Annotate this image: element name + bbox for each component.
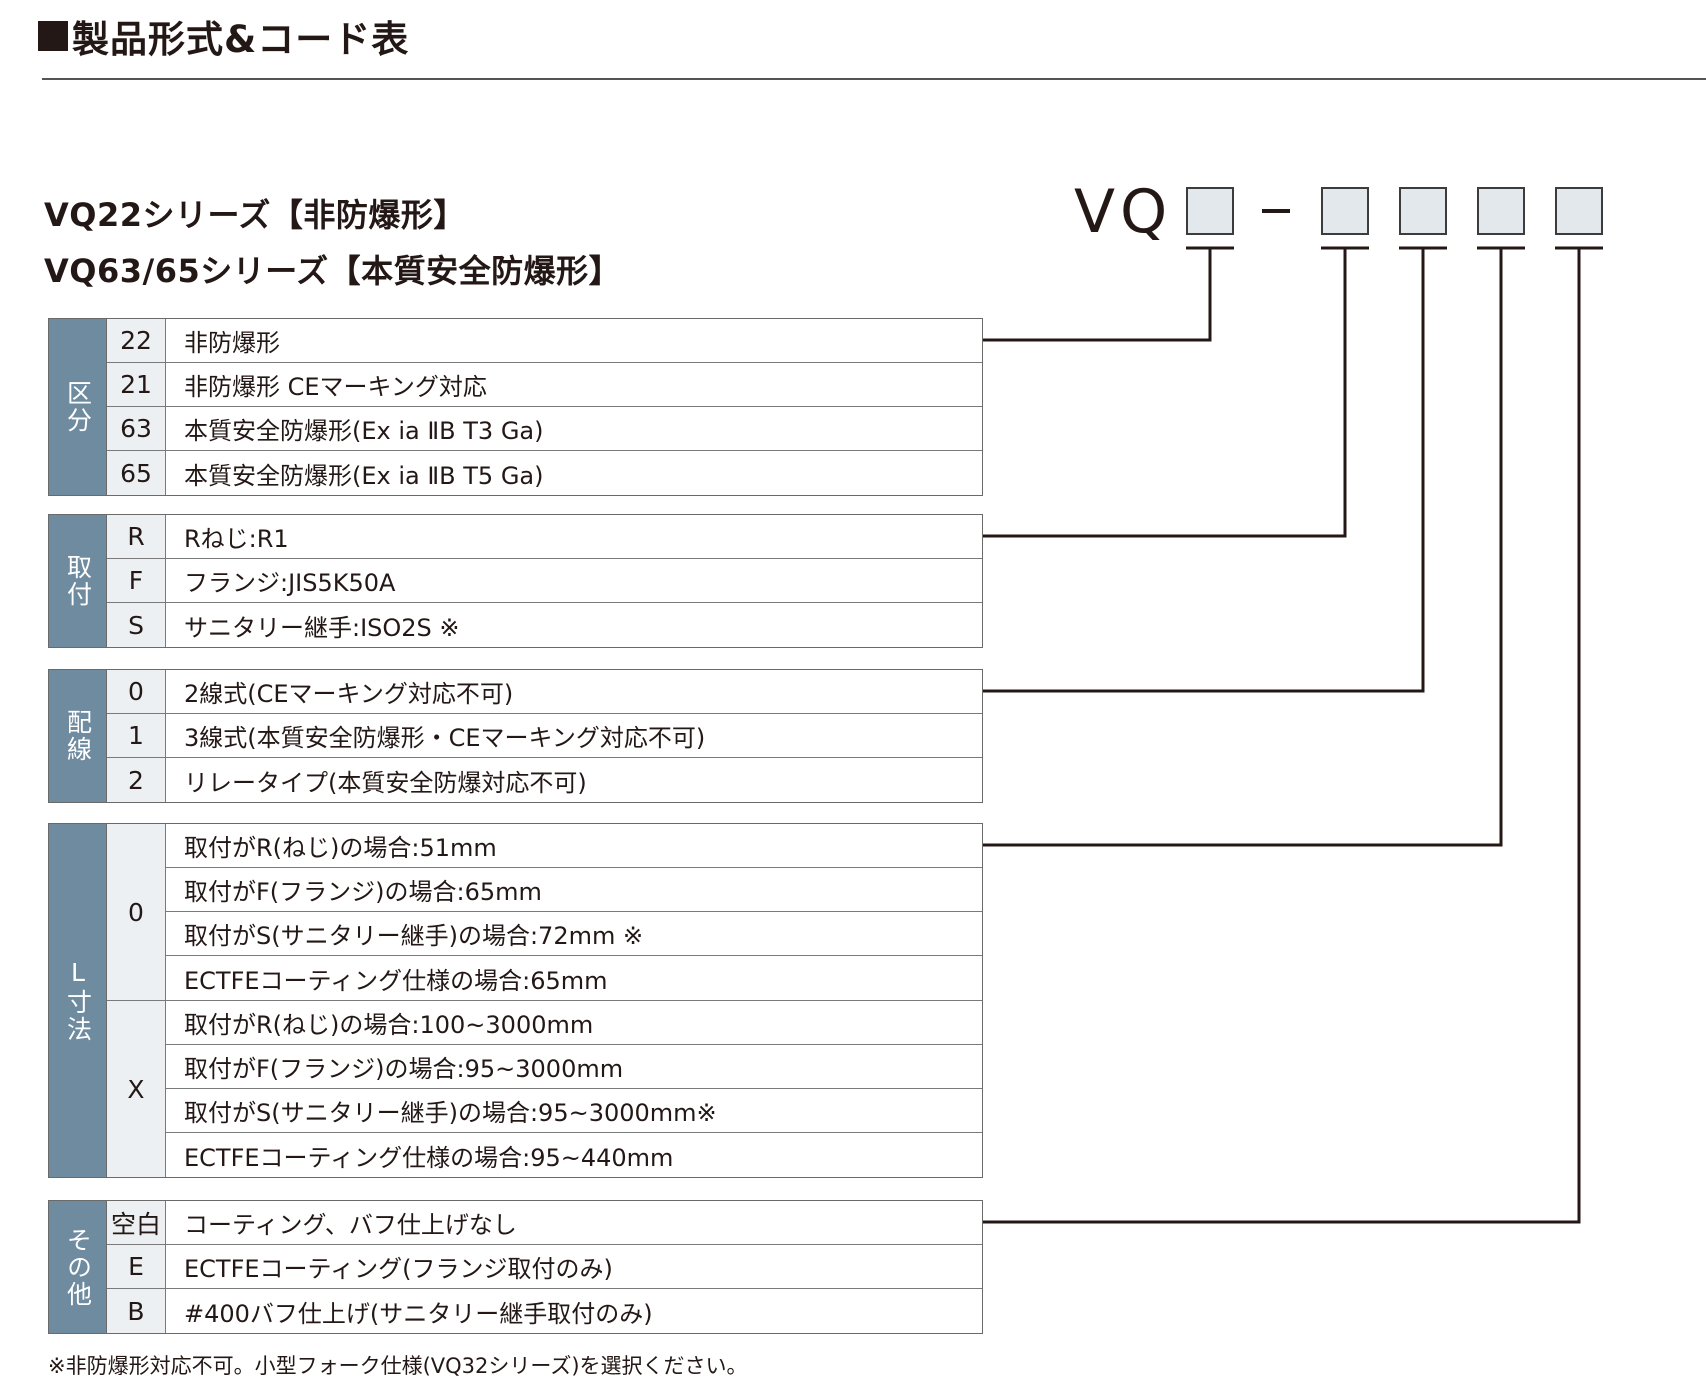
l-sunpo-group-0: 0 取付がR(ねじ)の場合:51mm 取付がF(フランジ)の場合:65mm 取付…	[107, 824, 982, 1001]
connector-toritsuke	[983, 248, 1347, 538]
row-desc: 取付がF(フランジ)の場合:65mm	[166, 868, 982, 912]
table-row: R Rねじ:R1	[107, 515, 982, 559]
table-row: 63 本質安全防爆形(Ex ia ⅡB T3 Ga)	[107, 407, 982, 451]
block-kubun: 区分 22 非防爆形 21 非防爆形 CEマーキング対応 63 本質安全防爆形(…	[48, 318, 983, 496]
connector-sonota	[983, 248, 1581, 1224]
code-box-l-sunpo	[1477, 187, 1525, 235]
connector-haisen	[983, 248, 1425, 693]
title-rule	[42, 78, 1706, 80]
category-haisen: 配線	[49, 670, 107, 802]
code-dash	[1262, 209, 1290, 213]
table-row: 1 3線式(本質安全防爆形・CEマーキング対応不可)	[107, 714, 982, 758]
connector-kubun	[983, 248, 1212, 342]
row-desc: Rねじ:R1	[184, 525, 289, 553]
row-desc: 取付がS(サニタリー継手)の場合:72mm ※	[166, 912, 982, 956]
title-square-icon	[38, 21, 68, 51]
block-l-sunpo: L寸法 0 取付がR(ねじ)の場合:51mm 取付がF(フランジ)の場合:65m…	[48, 823, 983, 1178]
table-row: 0 2線式(CEマーキング対応不可)	[107, 670, 982, 714]
table-row: 2 リレータイプ(本質安全防爆対応不可)	[107, 758, 982, 802]
row-desc: コーティング、バフ仕上げなし	[184, 1211, 517, 1239]
row-desc: サニタリー継手:ISO2S ※	[184, 613, 460, 642]
row-code: 65	[107, 451, 166, 495]
row-code: B	[107, 1289, 166, 1333]
row-desc: ECTFEコーティング仕様の場合:95~440mm	[184, 1143, 674, 1172]
row-desc: 非防爆形 CEマーキング対応	[184, 373, 487, 401]
table-row: S サニタリー継手:ISO2S ※	[107, 603, 982, 647]
connector-l-sunpo	[983, 248, 1503, 847]
block-sonota: その他 空白 コーティング、バフ仕上げなし E ECTFEコーティング(フランジ…	[48, 1200, 983, 1334]
row-desc: フランジ:JIS5K50A	[184, 569, 396, 597]
row-code: E	[107, 1245, 166, 1288]
category-kubun: 区分	[49, 319, 107, 495]
series-title-intrinsic-safety: VQ63/65シリーズ【本質安全防爆形】	[44, 252, 622, 290]
footnote: ※非防爆形対応不可。小型フォーク仕様(VQ32シリーズ)を選択ください。	[48, 1354, 748, 1378]
row-code: R	[107, 515, 166, 558]
row-code: 空白	[107, 1201, 166, 1244]
table-row: B #400バフ仕上げ(サニタリー継手取付のみ)	[107, 1289, 982, 1333]
group-code: X	[107, 1001, 166, 1177]
row-desc: 本質安全防爆形(Ex ia ⅡB T5 Ga)	[184, 461, 544, 490]
row-desc: 本質安全防爆形(Ex ia ⅡB T3 Ga)	[184, 417, 544, 445]
row-desc: 取付がR(ねじ)の場合:51mm	[166, 824, 982, 868]
category-sonota: その他	[49, 1201, 107, 1333]
page-title-text: 製品形式&コード表	[72, 18, 410, 61]
model-code-prefix: VQ	[1074, 177, 1173, 247]
row-code: 2	[107, 758, 166, 802]
row-desc: リレータイプ(本質安全防爆対応不可)	[184, 768, 587, 797]
row-code: F	[107, 559, 166, 602]
table-row: 21 非防爆形 CEマーキング対応	[107, 363, 982, 407]
table-row: E ECTFEコーティング(フランジ取付のみ)	[107, 1245, 982, 1289]
category-toritsuke: 取付	[49, 515, 107, 647]
row-desc: ECTFEコーティング仕様の場合:65mm	[184, 966, 608, 995]
row-code: S	[107, 603, 166, 647]
table-row: 空白 コーティング、バフ仕上げなし	[107, 1201, 982, 1245]
row-desc: #400バフ仕上げ(サニタリー継手取付のみ)	[184, 1299, 653, 1328]
row-desc: 2線式(CEマーキング対応不可)	[184, 680, 514, 708]
row-code: 1	[107, 714, 166, 757]
table-row: 22 非防爆形	[107, 319, 982, 363]
row-code: 0	[107, 670, 166, 713]
block-haisen: 配線 0 2線式(CEマーキング対応不可) 1 3線式(本質安全防爆形・CEマー…	[48, 669, 983, 803]
row-code: 22	[107, 319, 166, 362]
row-code: 63	[107, 407, 166, 450]
l-sunpo-group-x: X 取付がR(ねじ)の場合:100~3000mm 取付がF(フランジ)の場合:9…	[107, 1001, 982, 1177]
table-row: F フランジ:JIS5K50A	[107, 559, 982, 603]
code-box-kubun	[1186, 187, 1234, 235]
row-desc: 取付がR(ねじ)の場合:100~3000mm	[166, 1001, 982, 1045]
page-title: 製品形式&コード表	[38, 6, 409, 66]
row-desc: 3線式(本質安全防爆形・CEマーキング対応不可)	[184, 724, 706, 752]
code-box-toritsuke	[1321, 187, 1369, 235]
code-box-haisen	[1399, 187, 1447, 235]
row-desc: 取付がF(フランジ)の場合:95~3000mm	[166, 1045, 982, 1089]
category-l-sunpo: L寸法	[49, 824, 107, 1177]
group-code: 0	[107, 824, 166, 1000]
row-desc: ECTFEコーティング(フランジ取付のみ)	[184, 1255, 613, 1283]
series-title-nonexplosion: VQ22シリーズ【非防爆形】	[44, 196, 466, 234]
row-desc: 非防爆形	[184, 329, 280, 357]
row-code: 21	[107, 363, 166, 406]
table-row: 65 本質安全防爆形(Ex ia ⅡB T5 Ga)	[107, 451, 982, 495]
code-box-sonota	[1555, 187, 1603, 235]
block-toritsuke: 取付 R Rねじ:R1 F フランジ:JIS5K50A S サニタリー継手:IS…	[48, 514, 983, 648]
row-desc: 取付がS(サニタリー継手)の場合:95~3000mm※	[166, 1089, 982, 1133]
